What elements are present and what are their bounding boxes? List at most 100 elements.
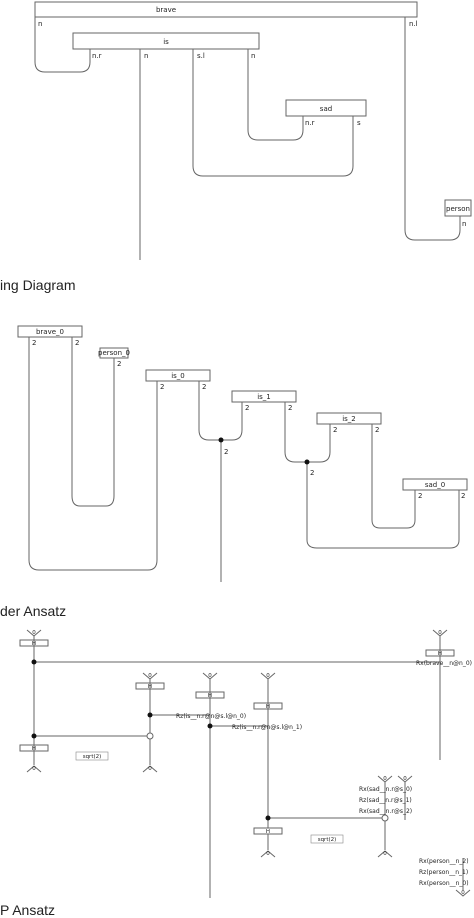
is1-box <box>231 390 297 403</box>
person0-label: person_0 <box>98 349 130 357</box>
circuit-diagram <box>17 325 468 582</box>
wire-label-c5: 2 <box>202 383 206 391</box>
sad-label: sad <box>320 105 332 113</box>
sqrt-label-2: sqrt(2) <box>318 837 337 843</box>
rot-person0-label: Rx(person__n_2) <box>419 858 469 865</box>
zero-5b: 0 <box>383 851 387 857</box>
is0-box <box>145 369 211 382</box>
wire-label-person-n: n <box>462 220 466 228</box>
brave-label: brave <box>156 6 176 14</box>
bell-dot-2 <box>304 459 310 465</box>
person-box <box>444 199 472 217</box>
bra-bottom-4 <box>260 850 276 858</box>
zero-5: 0 <box>383 776 387 782</box>
sad0-label: sad_0 <box>425 481 445 489</box>
bra-bottom-5 <box>377 850 393 858</box>
wire-label-is-sl: s.l <box>197 52 205 60</box>
rot-is-label: Rz(is__n.r@n@s.l@n_0) <box>176 713 246 720</box>
rot-person2-label: Rx(person__n_0) <box>419 880 469 887</box>
wire-label-c12: 2 <box>418 492 422 500</box>
h-label-7: H <box>438 651 442 657</box>
zero-6: 0 <box>403 776 407 782</box>
bra-bottom-1 <box>26 765 42 773</box>
h-label-2: H <box>148 684 152 690</box>
ctrl-dot-3 <box>147 712 153 718</box>
wire-label-c6: 2 <box>224 448 228 456</box>
rot-brave-label: Rx(brave__n@n_0) <box>416 660 472 667</box>
is0-label: is_0 <box>171 372 185 380</box>
wire-label-c11: 2 <box>375 426 379 434</box>
rot-sad2-label: Rx(sad__n.r@s_2) <box>359 808 412 815</box>
rot-person1-label: Rz(person__n_1) <box>419 869 468 876</box>
zero-4: 0 <box>266 673 270 679</box>
dots <box>31 437 310 821</box>
bell-dot-1 <box>218 437 224 443</box>
h-label-4b: H <box>266 829 270 835</box>
wire-label-c9: 2 <box>310 469 314 477</box>
rot-is2-label: Rz(is__n.r@n@s.l@n_1) <box>232 724 302 731</box>
wire-label-c13: 2 <box>461 492 465 500</box>
wire-label-c7: 2 <box>245 404 249 412</box>
string-diagram <box>34 1 472 260</box>
is2-label: is_2 <box>342 415 356 423</box>
cnot-target-1 <box>146 732 154 740</box>
wire-label-sad-s: s <box>357 119 361 127</box>
sqrt-box-2 <box>310 834 344 844</box>
wire-label-brave-nl: n.l <box>409 20 418 28</box>
cup-is-sad-s-0 <box>306 462 460 549</box>
is-label: is <box>163 38 169 46</box>
cup-is-sad <box>247 49 304 141</box>
is-box <box>72 32 260 50</box>
section-title-string: ing Diagram <box>0 277 76 293</box>
bra-bottom-2 <box>142 765 158 773</box>
zero-2: 0 <box>148 673 152 679</box>
wire-label-c3: 2 <box>117 360 121 368</box>
zero-1b: 0 <box>32 766 36 772</box>
ctrl-dot-4 <box>207 723 213 729</box>
wire-label-sad-nr: n.r <box>305 119 315 127</box>
wire-label-c1: 2 <box>32 339 36 347</box>
section-title-ansatz: P Ansatz <box>0 902 56 918</box>
brave0-label: brave_0 <box>36 328 64 336</box>
cup-brave-person <box>404 17 461 241</box>
zero-3: 0 <box>208 673 212 679</box>
cup-is-sad-s <box>192 49 354 177</box>
sad-box <box>285 99 367 117</box>
rot-sad1-label: Rz(sad__n.r@s_1) <box>359 797 412 804</box>
wire-label-is-n2: n <box>251 52 255 60</box>
wire-label-c8: 2 <box>288 404 292 412</box>
wire-label-brave-n: n <box>38 20 42 28</box>
brave-box <box>34 1 418 18</box>
zero-4b: 0 <box>266 851 270 857</box>
zero-7: 0 <box>438 630 442 636</box>
cup-is2-sad <box>371 424 416 529</box>
zero-2b: 0 <box>148 766 152 772</box>
cup-brave-person-0 <box>71 337 115 507</box>
rot-sad0-label: Rx(sad__n.r@s_0) <box>359 786 412 793</box>
ansatz-circuit <box>19 629 471 898</box>
brave0-box <box>17 325 83 338</box>
ctrl-dot-2 <box>31 733 37 739</box>
wire-label-c4: 2 <box>160 383 164 391</box>
ket-bottom-8 <box>455 889 471 897</box>
is2-box <box>316 412 382 425</box>
sqrt-box-1 <box>75 751 109 761</box>
cnot-target-2 <box>381 814 389 822</box>
sqrt-label-1: sqrt(2) <box>83 754 102 760</box>
h-label-3: H <box>208 693 212 699</box>
section-title-circuit: der Ansatz <box>0 603 67 619</box>
h-label-1: H <box>32 641 36 647</box>
zero-8: 0 <box>461 890 465 896</box>
h-gate-4b <box>253 827 283 835</box>
ctrl-dot-1 <box>31 659 37 665</box>
ctrl-dot-5 <box>265 815 271 821</box>
is1-label: is_1 <box>257 393 271 401</box>
wire-label-c2: 2 <box>75 339 79 347</box>
wire-label-c10: 2 <box>333 426 337 434</box>
wire-label-is-n: n <box>144 52 148 60</box>
h-label-1b: H <box>32 746 36 752</box>
zero-1: 0 <box>32 630 36 636</box>
person-label: person <box>446 205 470 213</box>
cup-brave-is-0 <box>28 337 158 571</box>
